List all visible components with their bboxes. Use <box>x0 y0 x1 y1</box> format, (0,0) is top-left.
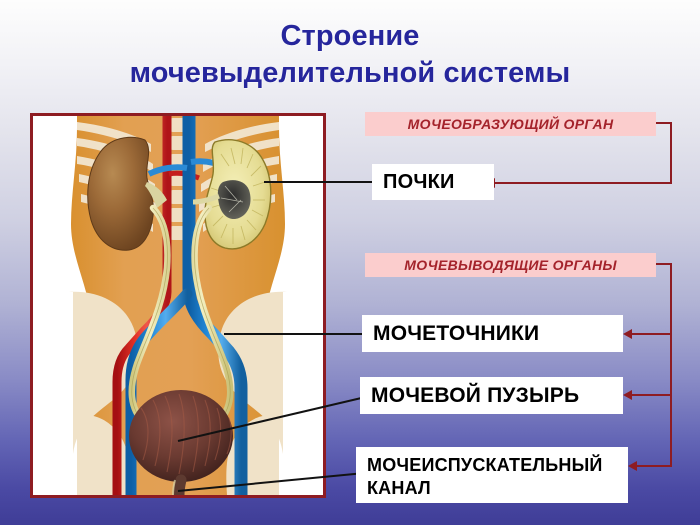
connector-forming-horizontal-top <box>656 122 672 124</box>
connector-excreting-vertical <box>670 263 672 467</box>
organ-label-ureters: МОЧЕТОЧНИКИ <box>362 315 623 352</box>
urinary-bladder <box>129 390 233 482</box>
kidney-left-whole <box>87 136 154 251</box>
organ-label-urethra-line-2: КАНАЛ <box>367 478 431 498</box>
vena-cava <box>182 116 248 495</box>
aorta <box>112 116 172 495</box>
urethra <box>173 474 187 495</box>
renal-calyx-lines <box>220 185 244 213</box>
organ-label-urethra-line-1: МОЧЕИСПУСКАТЕЛЬНЫЙ <box>367 455 603 475</box>
leader-line-kidneys <box>264 181 374 183</box>
page-title-line-1: Строение <box>280 20 420 52</box>
renal-sinus-right <box>217 180 251 220</box>
connector-excreting-arm-bladder <box>631 394 672 396</box>
category-label-urine-forming-organ: МОЧЕОБРАЗУЮЩИЙ ОРГАН <box>365 112 656 136</box>
connector-excreting-horizontal-top <box>656 263 672 265</box>
connector-excreting-arm-urethra <box>636 465 672 467</box>
anatomy-figure-inner <box>33 116 323 495</box>
leader-line-ureters <box>224 333 364 335</box>
organ-label-urethra: МОЧЕИСПУСКАТЕЛЬНЫЙ КАНАЛ <box>356 447 628 503</box>
organ-label-bladder: МОЧЕВОЙ ПУЗЫРЬ <box>360 377 623 414</box>
renal-pelvis-left <box>145 182 167 208</box>
connector-forming-vertical <box>670 122 672 183</box>
renal-vein-left <box>147 164 188 177</box>
renal-pelvis-right <box>192 193 220 205</box>
page-title: Строение мочевыделительной системы <box>0 18 700 92</box>
connector-forming-arm <box>494 182 672 184</box>
connector-excreting-arm-ureters <box>631 333 672 335</box>
category-label-urine-excreting-organs: МОЧЕВЫВОДЯЩИЕ ОРГАНЫ <box>365 253 656 277</box>
page-title-line-2: мочевыделительной системы <box>129 57 571 89</box>
urinary-system-illustration <box>33 116 323 495</box>
arrowhead-urethra <box>628 461 637 471</box>
organ-label-kidneys: ПОЧКИ <box>372 164 494 200</box>
bladder-rugae <box>140 393 232 475</box>
arrowhead-ureters <box>623 329 632 339</box>
arrowhead-bladder <box>623 390 632 400</box>
kidney-medulla-lines <box>209 147 266 244</box>
anatomy-figure <box>30 113 326 498</box>
